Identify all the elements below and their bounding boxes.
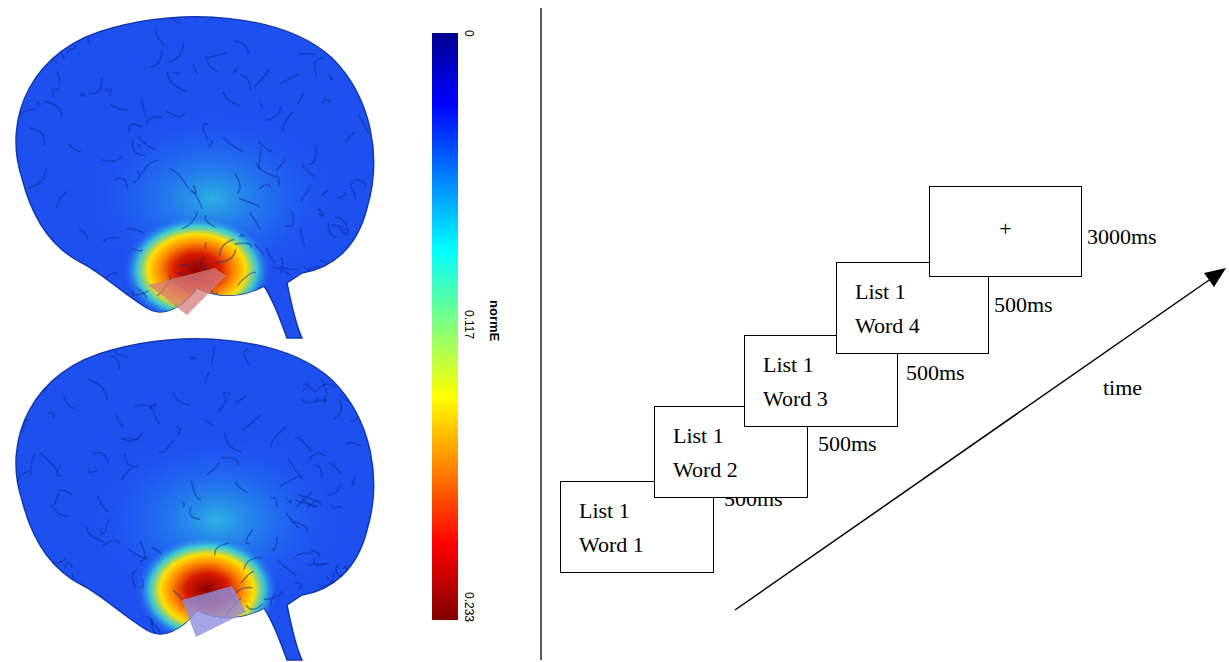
word-label: List 1 Word 2	[673, 419, 755, 487]
fixation-cross: +	[930, 211, 1081, 245]
colorbar-tick: 0.117	[462, 310, 476, 339]
duration-label: 3000ms	[1087, 224, 1157, 250]
fixation-box: +	[929, 186, 1082, 277]
colorbar	[432, 33, 458, 620]
word-label: List 1 Word 4	[855, 275, 937, 343]
duration-label: 500ms	[818, 431, 877, 457]
divider	[540, 8, 541, 660]
word-label: List 1 Word 3	[763, 348, 845, 416]
time-arrowhead	[1204, 268, 1226, 287]
coil-patch	[182, 586, 246, 637]
coil-patch	[148, 268, 226, 315]
axis-label: time	[1103, 375, 1142, 401]
duration-label: 500ms	[994, 292, 1053, 318]
duration-label: 500ms	[906, 360, 965, 386]
colorbar-tick: 0	[462, 30, 476, 37]
colorbar-tick: 0.233	[462, 592, 476, 622]
word-label: List 1 Word 1	[579, 494, 661, 562]
colorbar-title: normE	[487, 300, 502, 341]
